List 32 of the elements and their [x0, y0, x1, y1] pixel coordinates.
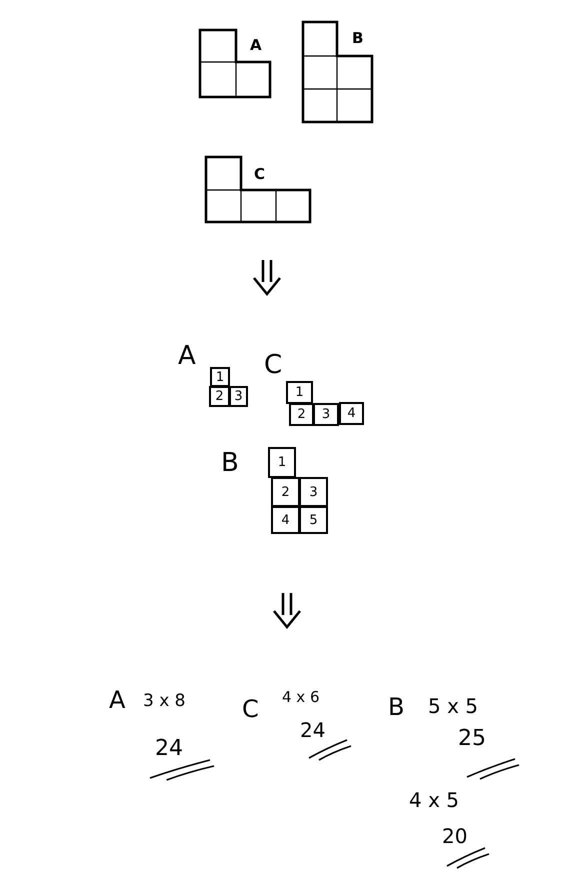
shape-letter: B [352, 31, 364, 46]
multiplication: 5 x 5 [428, 696, 478, 716]
numbered-square: 5 [299, 506, 328, 534]
square-grid-shape [206, 157, 310, 222]
multiplication: 4 x 6 [282, 690, 320, 705]
numbered-square: 3 [229, 386, 248, 407]
square-grid-shape [200, 30, 270, 97]
shape-letter: A [109, 688, 126, 712]
shape-letter: C [242, 697, 259, 721]
product-result: 24 [155, 738, 183, 760]
shape-letter: A [250, 38, 262, 53]
numbered-square: 4 [271, 506, 300, 534]
shape-letter: C [264, 352, 282, 378]
shape-letter: C [254, 167, 266, 182]
shape-letter: A [178, 343, 196, 369]
product-result: 24 [300, 720, 326, 740]
product-result: 20 [442, 826, 468, 846]
product-result: 25 [458, 728, 486, 750]
numbered-square: 2 [271, 477, 300, 507]
numbered-square: 2 [289, 403, 314, 426]
numbered-square: 4 [339, 402, 364, 425]
numbered-square: 1 [286, 381, 313, 404]
multiplication: 4 x 5 [409, 790, 459, 810]
numbered-square: 3 [299, 477, 328, 507]
multiplication: 3 x 8 [143, 693, 186, 710]
square-grid-shape [303, 22, 372, 122]
shape-letter: B [221, 450, 239, 476]
numbered-square: 3 [313, 403, 339, 426]
shape-letter: B [388, 695, 404, 719]
numbered-square: 1 [210, 367, 230, 387]
numbered-square: 1 [268, 447, 296, 478]
numbered-square: 2 [209, 386, 230, 407]
